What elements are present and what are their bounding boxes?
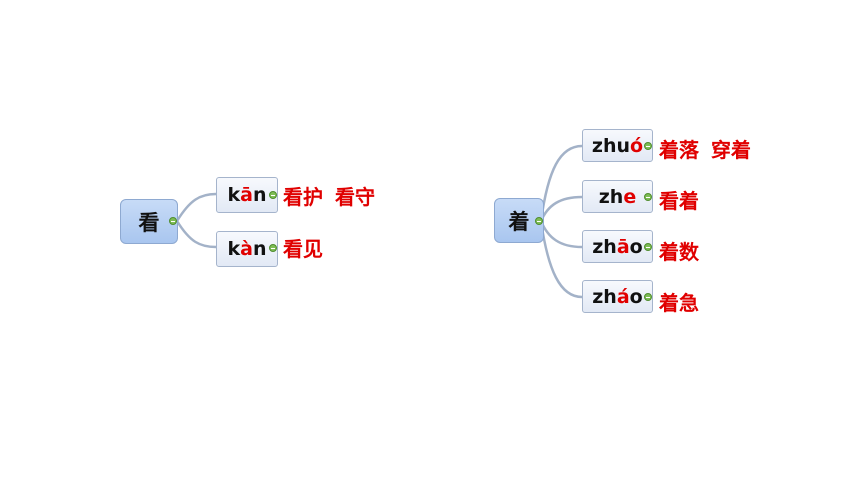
pinyin-part: o: [629, 285, 643, 308]
connector-zhao1: [539, 219, 584, 249]
pinyin-part: o: [629, 235, 643, 258]
root-label: 着: [508, 209, 530, 234]
example-words-zhao2: 着急: [659, 287, 699, 316]
collapse-icon[interactable]: [644, 243, 652, 251]
collapse-icon[interactable]: [269, 244, 277, 252]
connector-kan1: [175, 192, 218, 223]
pinyin-part: zh: [598, 185, 624, 208]
collapse-icon[interactable]: [269, 191, 277, 199]
example-words-zhuo: 着落穿着: [659, 134, 751, 163]
example-words-zhe: 看着: [659, 185, 699, 214]
word: 着数: [659, 240, 699, 264]
connector-zhe: [539, 195, 584, 223]
collapse-icon[interactable]: [535, 217, 543, 225]
pinyin-tone: ā: [616, 235, 630, 258]
pinyin-part: zh: [592, 235, 617, 258]
collapse-icon[interactable]: [644, 142, 652, 150]
collapse-icon[interactable]: [644, 293, 652, 301]
pinyin-part: n: [252, 184, 267, 206]
pinyin-part: k: [227, 238, 241, 260]
connector-kan4: [175, 219, 218, 249]
word: 穿着: [711, 138, 751, 162]
collapse-icon[interactable]: [169, 217, 177, 225]
word: 着落: [659, 138, 699, 162]
pinyin-tone: á: [616, 285, 630, 308]
pinyin-tone: ā: [240, 184, 253, 206]
example-words-kan4: 看见: [283, 233, 323, 262]
pinyin-part: n: [252, 238, 267, 260]
pinyin-part: zhu: [591, 134, 631, 157]
root-label: 看: [138, 210, 160, 235]
pinyin-tone: e: [623, 185, 637, 208]
pinyin-part: k: [227, 184, 241, 206]
pinyin-tone: ó: [630, 134, 644, 157]
word: 看护: [283, 185, 323, 209]
word: 看见: [283, 237, 323, 261]
example-words-zhao1: 着数: [659, 236, 699, 265]
word: 看着: [659, 189, 699, 213]
root-node-kan[interactable]: 看: [120, 199, 178, 244]
word: 着急: [659, 291, 699, 315]
pinyin-part: zh: [592, 285, 617, 308]
word: 看守: [335, 185, 375, 209]
pinyin-tone: à: [240, 238, 253, 260]
collapse-icon[interactable]: [644, 193, 652, 201]
example-words-kan1: 看护看守: [283, 181, 375, 210]
